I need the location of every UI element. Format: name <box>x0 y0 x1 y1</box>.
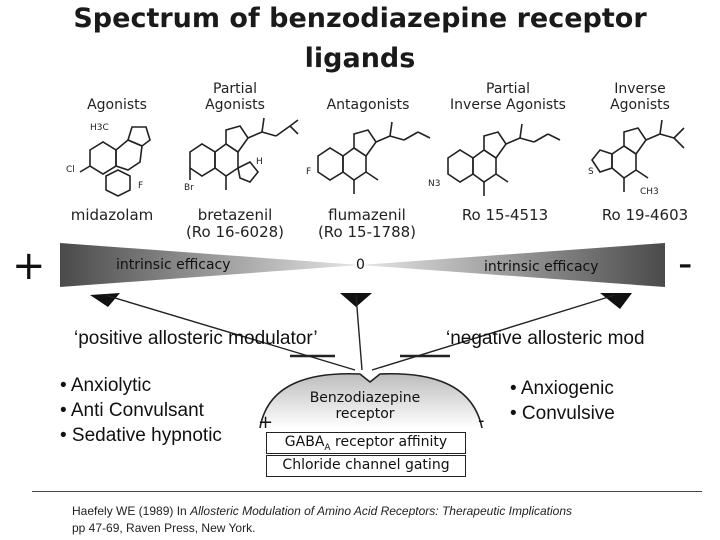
effect-sedative-hypnotic: • Sedative hypnotic <box>60 425 222 446</box>
chloride-gating-box: Chloride channel gating <box>266 455 466 477</box>
bretazenil-structure <box>189 117 299 190</box>
positive-efficacy-wedge <box>60 243 360 287</box>
flumazenil-structure <box>317 121 431 194</box>
citation: Haefely WE (1989) In Allosteric Modulati… <box>72 503 712 537</box>
negative-efficacy-wedge <box>360 243 665 287</box>
category-partial-inverse-agonists: Partial Inverse Agonists <box>450 81 566 113</box>
atom-label-s: S <box>588 167 594 177</box>
minus-sign: - <box>678 241 693 287</box>
category-agonists: Agonists <box>87 97 147 113</box>
receptor-label-line2: receptor <box>335 406 395 422</box>
receptor-minus-sign: - <box>478 410 485 431</box>
atom-label-n3: N3 <box>428 179 440 189</box>
efficacy-bar <box>60 243 665 309</box>
arrow-left <box>90 293 120 307</box>
drug-name-ro-15-4513: Ro 15-4513 <box>461 206 549 224</box>
plus-sign: + <box>12 243 46 289</box>
category-inverse-agonists: Inverse Agonists <box>610 81 670 113</box>
drug-code-bretazenil: (Ro 16-6028) <box>185 223 285 241</box>
atom-label-ch3: CH3 <box>640 187 659 197</box>
receptor-shape <box>259 354 483 429</box>
intrinsic-efficacy-right: intrinsic efficacy <box>484 259 599 275</box>
atom-label-h: H <box>256 157 263 167</box>
intrinsic-efficacy-left: intrinsic efficacy <box>116 257 231 273</box>
atom-label-br: Br <box>184 183 194 193</box>
drug-name-ro-19-4603: Ro 19-4603 <box>601 206 689 224</box>
gaba-affinity-box: GABAA receptor affinity <box>266 432 466 454</box>
receptor-label-line1: Benzodiazepine <box>309 390 421 406</box>
gaba-affinity-prefix: GABA <box>284 434 325 450</box>
citation-divider <box>32 491 702 492</box>
atom-label-f2: F <box>306 167 311 177</box>
effect-anxiogenic: • Anxiogenic <box>510 378 614 399</box>
midazolam-structure <box>79 126 151 197</box>
negative-modulator-label: ‘negative allosteric mod <box>446 328 645 349</box>
efficacy-zero: 0 <box>356 257 365 273</box>
citation-line2: pp 47-69, Raven Press, New York. <box>72 521 256 535</box>
drug-name-midazolam: midazolam <box>70 206 154 224</box>
citation-line1: Haefely WE (1989) In Allosteric Modulati… <box>72 504 573 518</box>
convergence-lines <box>104 294 616 371</box>
effect-anxiolytic: • Anxiolytic <box>60 375 152 396</box>
effects-left-list: • Anxiolytic • Anti Convulsant • Sedativ… <box>60 373 222 448</box>
ro-19-4603-structure <box>591 119 685 192</box>
gaba-affinity-subscript: A <box>324 442 331 453</box>
drug-name-flumazenil: flumazenil <box>328 206 406 224</box>
atom-label-h3c: H3C <box>90 123 109 133</box>
category-antagonists: Antagonists <box>326 97 410 113</box>
gaba-affinity-suffix: receptor affinity <box>330 434 448 450</box>
drug-code-flumazenil: (Ro 15-1788) <box>317 223 417 241</box>
effects-right-list: • Anxiogenic • Convulsive <box>510 376 615 426</box>
receptor-plus-sign: + <box>258 412 274 433</box>
atom-label-f1: F <box>138 181 143 191</box>
effect-convulsive: • Convulsive <box>510 403 615 424</box>
drug-name-bretazenil: bretazenil <box>197 206 273 224</box>
title-line1: Spectrum of benzodiazepine receptor <box>73 3 647 34</box>
atom-label-cl: Cl <box>66 165 75 175</box>
ro-15-4513-structure <box>447 123 561 196</box>
effect-anti-convulsant: • Anti Convulsant <box>60 400 204 421</box>
chemical-structures: H3C Cl F Br H F N3 S CH3 <box>66 117 685 197</box>
receptor-label: Benzodiazepine receptor <box>290 390 440 422</box>
positive-modulator-label: ‘positive allosteric modulator’ <box>74 328 318 349</box>
category-partial-agonists: Partial Agonists <box>205 81 265 113</box>
title-line2: ligands <box>304 43 416 74</box>
